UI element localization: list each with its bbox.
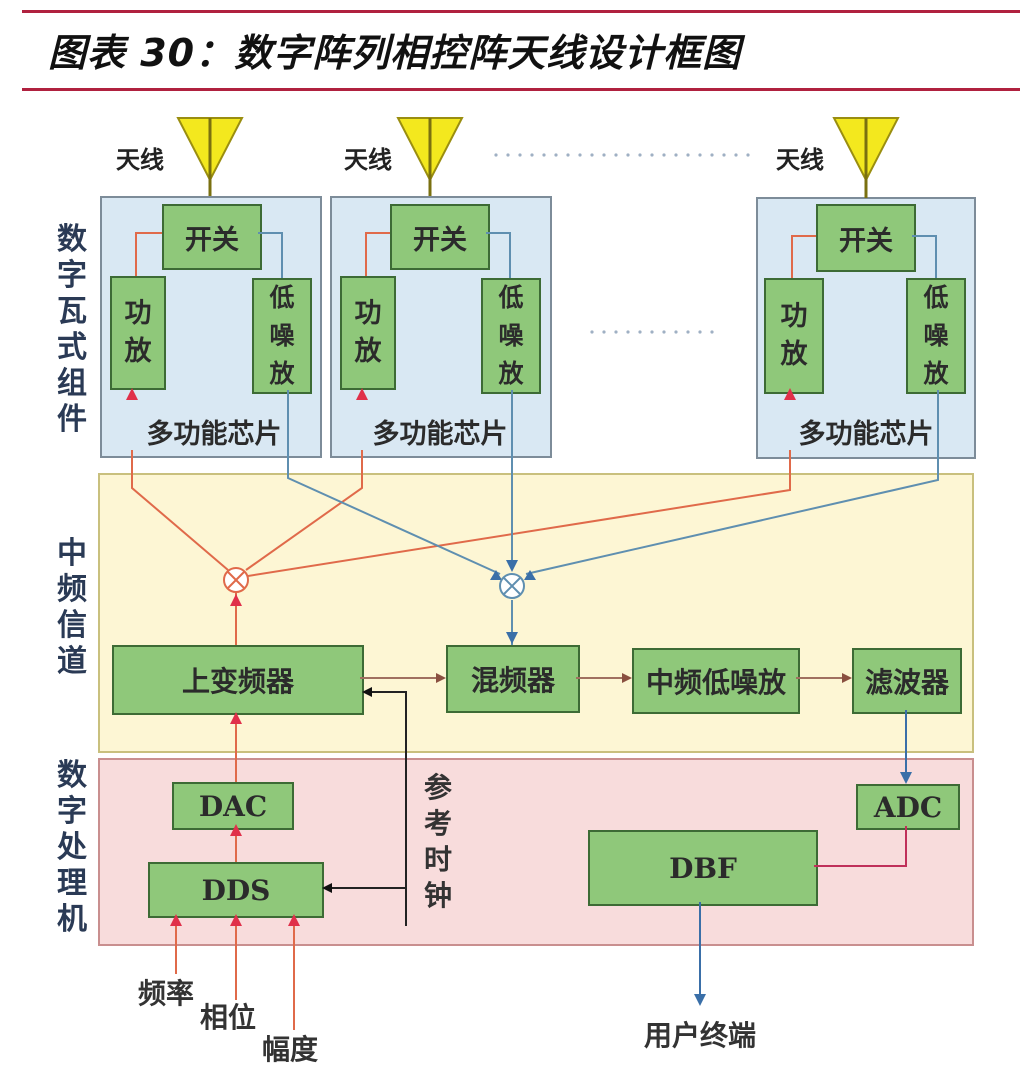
- adc-to-dbf-line: [814, 826, 907, 867]
- dds-to-dac-arrow: [230, 824, 242, 836]
- lna-block-2: 低噪放: [481, 278, 541, 394]
- power-divider-icon: [223, 567, 249, 593]
- dac-block: DAC: [172, 782, 294, 830]
- section-label-module: 数字瓦式组件: [57, 222, 87, 437]
- antenna-label-3: 天线: [776, 145, 824, 174]
- dbf-to-user-arrow: [694, 994, 706, 1006]
- antenna-label-2: 天线: [344, 145, 392, 174]
- control-label-frequency: 频率: [138, 977, 195, 1010]
- title-rule-bottom: [22, 88, 1020, 91]
- power-combiner-icon: [499, 573, 525, 599]
- reference-clock-label: 参考时钟: [423, 771, 452, 912]
- tx-arrowheads: [126, 388, 796, 606]
- power-amp-block-3: 功放: [764, 278, 824, 394]
- multifunction-chip-label-3: 多功能芯片: [798, 419, 934, 450]
- antenna-label-1: 天线: [116, 145, 164, 174]
- switch-block-1: 开关: [162, 204, 262, 270]
- switch-block-2: 开关: [390, 204, 490, 270]
- section-label-if-channel: 中频信道: [57, 536, 87, 679]
- mixer-block: 混频器: [446, 645, 580, 713]
- multifunction-chip-label-1: 多功能芯片: [146, 419, 282, 450]
- reference-clock-arrows: [322, 687, 372, 893]
- ellipsis-dots-middle: [590, 330, 714, 334]
- control-label-amplitude: 幅度: [262, 1033, 319, 1066]
- filter-to-adc-arrow: [900, 772, 912, 784]
- power-amp-block-2: 功放: [340, 276, 396, 390]
- antenna-icon: [832, 117, 900, 198]
- upconverter-block: 上变频器: [112, 645, 364, 715]
- antenna-icon: [176, 117, 244, 196]
- user-terminal-label: 用户终端: [644, 1019, 757, 1052]
- section-label-digital: 数字处理机: [57, 758, 87, 937]
- rx-arrowheads: [490, 560, 536, 644]
- reference-clock-lines: [330, 691, 407, 926]
- control-label-phase: 相位: [200, 1001, 257, 1034]
- dac-to-upconverter-arrow: [230, 712, 242, 724]
- multifunction-chip-label-2: 多功能芯片: [372, 419, 508, 450]
- lna-block-3: 低噪放: [906, 278, 966, 394]
- control-input-arrows: [170, 914, 300, 926]
- ellipsis-dots-top: [494, 153, 750, 157]
- rx-feed-lines: [287, 390, 939, 645]
- if-chain-arrowheads: [436, 673, 852, 683]
- lna-block-1: 低噪放: [252, 278, 312, 394]
- adc-block: ADC: [856, 784, 960, 830]
- module-tx-links: [135, 232, 816, 278]
- if-lna-block: 中频低噪放: [632, 648, 800, 714]
- control-input-lines: [175, 924, 295, 1030]
- title-rule-top: [22, 10, 1020, 13]
- figure-title: 图表 30：数字阵列相控阵天线设计框图: [48, 31, 742, 75]
- dbf-block: DBF: [588, 830, 818, 906]
- filter-block: 滤波器: [852, 648, 962, 714]
- dds-block: DDS: [148, 862, 324, 918]
- switch-block-3: 开关: [816, 204, 916, 272]
- tx-feed-lines: [131, 450, 791, 645]
- antenna-icon: [396, 117, 464, 196]
- power-amp-block-1: 功放: [110, 276, 166, 390]
- module-rx-links: [258, 232, 937, 278]
